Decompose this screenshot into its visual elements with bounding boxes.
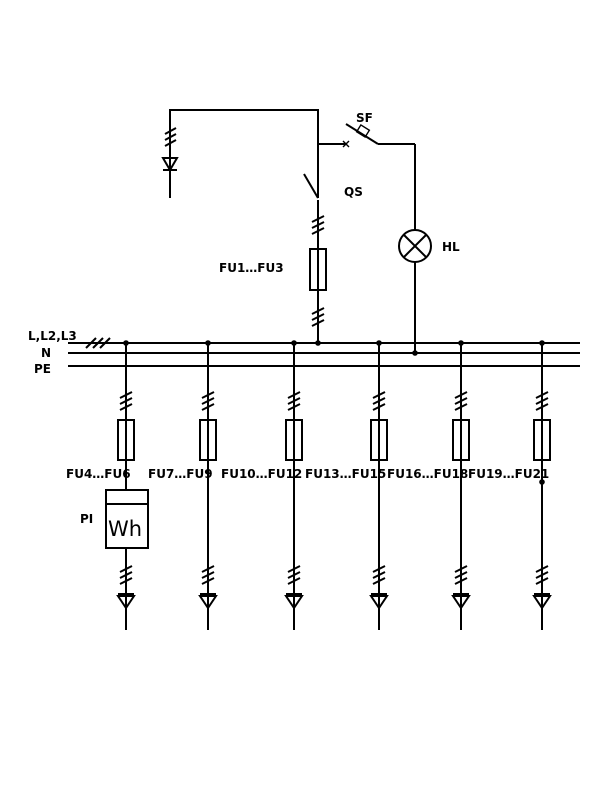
feeder-fuse-label: FU16…FU18 — [387, 467, 468, 481]
bus-pe-label: PE — [34, 362, 51, 376]
feeder-fuse-label: FU7…FU9 — [148, 467, 213, 481]
breaker-sf-label: SF — [356, 111, 373, 125]
feeder-outlet-icon — [116, 595, 136, 610]
main-fuses-fu1-fu3 — [309, 248, 327, 343]
indicator-circuit — [318, 123, 416, 230]
main-fuses-label: FU1…FU3 — [219, 261, 284, 275]
incoming-supply — [161, 109, 319, 198]
feeder-fuse-label: FU19…FU21 — [468, 467, 549, 481]
feeder-3: FU10…FU12 — [221, 340, 304, 630]
energy-meter-pi — [105, 489, 149, 549]
feeder-outlet-icon — [284, 595, 304, 610]
feeder-outlet-icon — [198, 595, 218, 610]
feeder-outlet-icon — [451, 595, 471, 610]
bus-phases-label: L,L2,L3 — [28, 329, 77, 343]
junction-main — [315, 340, 321, 346]
bus-neutral-label: N — [41, 346, 51, 360]
busbars — [68, 337, 580, 367]
feeder-fuse-label: FU13…FU15 — [305, 467, 386, 481]
feeder-tap-dot — [539, 479, 545, 485]
meter-unit-label: Wh — [108, 517, 142, 541]
feeder-2: FU7…FU9 — [148, 340, 218, 630]
lamp-hl-label: HL — [442, 240, 460, 254]
feeder-outlet-icon — [532, 595, 552, 610]
main-switch-qs — [303, 144, 325, 248]
feeder-fuse-label: FU10…FU12 — [221, 467, 302, 481]
signal-lamp-hl — [398, 229, 432, 263]
feeder-1: FU4…FU6 — [66, 340, 136, 630]
meter-pi-label: PI — [80, 512, 93, 526]
feeder-fuse-label: FU4…FU6 — [66, 467, 131, 481]
feeder-outlet-icon — [369, 595, 389, 610]
junction-lamp — [412, 350, 418, 356]
feeder-4: FU13…FU15 — [305, 340, 389, 630]
feeder-5: FU16…FU18 — [387, 340, 471, 630]
main-switch-qs-label: QS — [344, 185, 363, 199]
feeder-6: FU19…FU21 — [468, 340, 552, 630]
